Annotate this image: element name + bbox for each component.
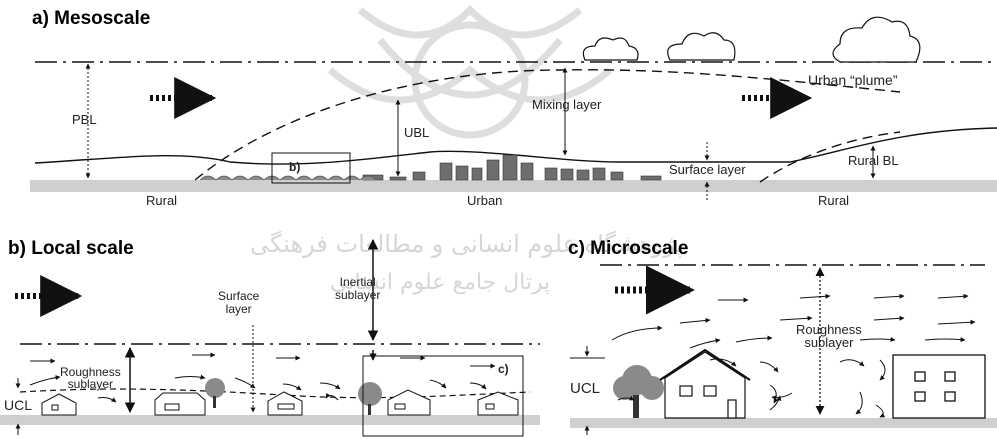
wind-flow-arrows-c (611, 293, 976, 418)
mixing-layer-label: Mixing layer (532, 97, 602, 112)
ground-c (570, 418, 997, 428)
tree-icon (205, 378, 382, 415)
rural-bl-dashed-rise (759, 131, 901, 183)
surface-layer-label: Surface layer (669, 162, 746, 177)
inertial-sublayer-label: Inertial sublayer (335, 275, 381, 302)
house-icon (659, 348, 751, 419)
panel-b-graphics (0, 238, 540, 437)
ucl-c-label: UCL (570, 380, 601, 397)
tree-canopy (199, 175, 377, 181)
ground-b (0, 415, 540, 425)
tree-icon (613, 365, 664, 418)
panel-a-title: a) Mesoscale (32, 8, 151, 29)
watermark-line-1: پژوهشگاه علوم انسانی و مطالعات فرهنگی (250, 230, 684, 258)
boundary-solid-line (34, 127, 997, 165)
panel-c-graphics (570, 264, 997, 435)
ground-a (30, 180, 997, 192)
ucl-b-label: UCL (4, 397, 33, 413)
panel-c-title: c) Microscale (568, 238, 689, 259)
cloud-icon (582, 16, 921, 63)
inset-b-label: b) (289, 160, 301, 174)
wind-flow-arrows-b (29, 352, 496, 403)
inset-c-label: c) (498, 362, 509, 376)
rural-bl-label: Rural BL (848, 153, 899, 168)
panel-b-title: b) Local scale (8, 238, 134, 259)
roughness-dashed-line (19, 388, 531, 399)
urban-buildings (362, 154, 662, 181)
surface-layer-b-label: Surface layer (218, 289, 260, 316)
panel-a-graphics (30, 16, 997, 200)
houses-b (41, 389, 519, 416)
rural-right-label: Rural (818, 193, 850, 208)
roughness-sublayer-c-label: Roughness sublayer (796, 322, 862, 350)
roughness-sublayer-b-label: Roughness sublayer (60, 365, 121, 391)
inset-c-box (362, 355, 524, 437)
inset-b-box (271, 152, 351, 184)
pbl-label: PBL (72, 112, 97, 127)
ubl-label: UBL (404, 125, 430, 140)
watermark-line-2: پرتال جامع علوم انسانی (330, 270, 551, 295)
urban-plume-label: Urban “plume” (808, 72, 898, 88)
building-icon (892, 354, 986, 419)
rural-left-label: Rural (146, 193, 178, 208)
urban-label: Urban (467, 193, 503, 208)
